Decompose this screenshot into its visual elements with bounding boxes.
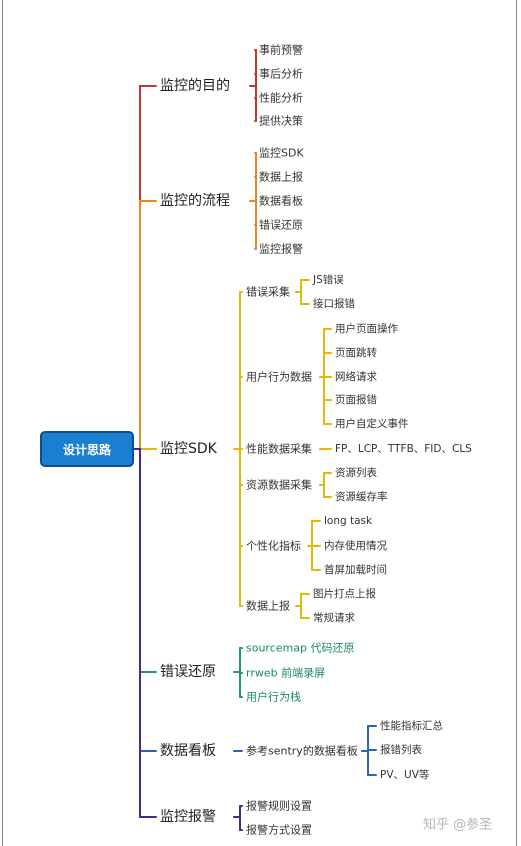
branch-5-trunk — [133, 448, 157, 752]
branch-3-item-4-sub-2: 资源缓存率 — [335, 490, 388, 503]
branch-3-item-4: 资源数据采集 — [246, 478, 312, 492]
branch-2-item-3: 数据看板 — [259, 194, 303, 208]
branch-3-item-5-sub-2: 内存使用情况 — [324, 539, 387, 552]
branch-3-item-2-sub-3: 网络请求 — [335, 370, 377, 383]
branch-6-trunk — [133, 448, 157, 818]
branch-3-item-6-sub-1: 图片打点上报 — [313, 587, 376, 600]
branch-2-item-1: 监控SDK — [259, 146, 304, 160]
branch-1-trunk — [133, 85, 157, 450]
branch-1-item-1: 事前预警 — [259, 43, 303, 57]
branch-3-item-2-sub-1: 用户页面操作 — [335, 322, 398, 335]
branch-3-item-2-sub-4: 页面报错 — [335, 393, 377, 406]
branch-4-item-2: rrweb 前端录屏 — [246, 666, 326, 680]
branch-2-item-5: 监控报警 — [259, 242, 303, 256]
branch-6-item-1: 报警规则设置 — [246, 799, 312, 813]
branch-2-item-2: 数据上报 — [259, 170, 303, 184]
branch-3-item-6: 数据上报 — [246, 599, 290, 613]
page-left-border — [2, 0, 3, 846]
branch-4-trunk — [133, 448, 157, 673]
branch-1-item-2: 事后分析 — [259, 67, 303, 81]
branch-1-item-4: 提供决策 — [259, 114, 303, 128]
branch-1-label: 监控的目的 — [160, 78, 230, 94]
branch-6-item-2: 报警方式设置 — [246, 823, 312, 837]
branch-1-item-3: 性能分析 — [259, 91, 303, 105]
branch-5-item-1: 参考sentry的数据看板 — [246, 744, 358, 758]
branch-3-item-3-sub-1: FP、LCP、TTFB、FID、CLS — [335, 442, 472, 455]
branch-3-item-2-sub-2: 页面跳转 — [335, 346, 377, 359]
branch-5-item-1-sub-2: 报错列表 — [380, 743, 422, 756]
branch-6-label: 监控报警 — [160, 809, 216, 825]
branch-3-item-2: 用户行为数据 — [246, 370, 312, 384]
branch-5-label: 数据看板 — [160, 743, 216, 759]
branch-5-item-1-sub-3: PV、UV等 — [380, 768, 430, 781]
branch-3-item-1-sub-1: JS错误 — [313, 273, 344, 286]
branch-5-item-1-sub-1: 性能指标汇总 — [380, 719, 443, 732]
branch-3-label: 监控SDK — [160, 441, 217, 457]
branch-4-item-3: 用户行为栈 — [246, 690, 301, 704]
page-right-border — [516, 0, 517, 846]
branch-3-item-1: 错误采集 — [246, 285, 290, 299]
branch-3-item-5-sub-1: long task — [324, 514, 373, 527]
branch-4-label: 错误还原 — [160, 664, 216, 680]
branch-3-item-5-sub-3: 首屏加载时间 — [324, 563, 387, 576]
watermark: 知乎 @参圣 — [423, 817, 493, 833]
branch-3-item-2-sub-5: 用户自定义事件 — [335, 417, 409, 430]
branch-3-item-3: 性能数据采集 — [246, 442, 312, 456]
branch-2-label: 监控的流程 — [160, 193, 230, 209]
root-label: 设计思路 — [62, 442, 111, 457]
branch-4-item-1: sourcemap 代码还原 — [246, 641, 355, 655]
branch-2-item-4: 错误还原 — [259, 218, 303, 232]
branch-3-item-5: 个性化指标 — [246, 539, 301, 553]
branch-3-item-4-sub-1: 资源列表 — [335, 466, 377, 479]
mind-map-root: 设计思路 — [40, 431, 134, 467]
branch-3-item-6-sub-2: 常规请求 — [313, 611, 355, 624]
branch-2-trunk — [133, 200, 157, 450]
branch-3-item-1-sub-2: 接口报错 — [313, 297, 355, 310]
